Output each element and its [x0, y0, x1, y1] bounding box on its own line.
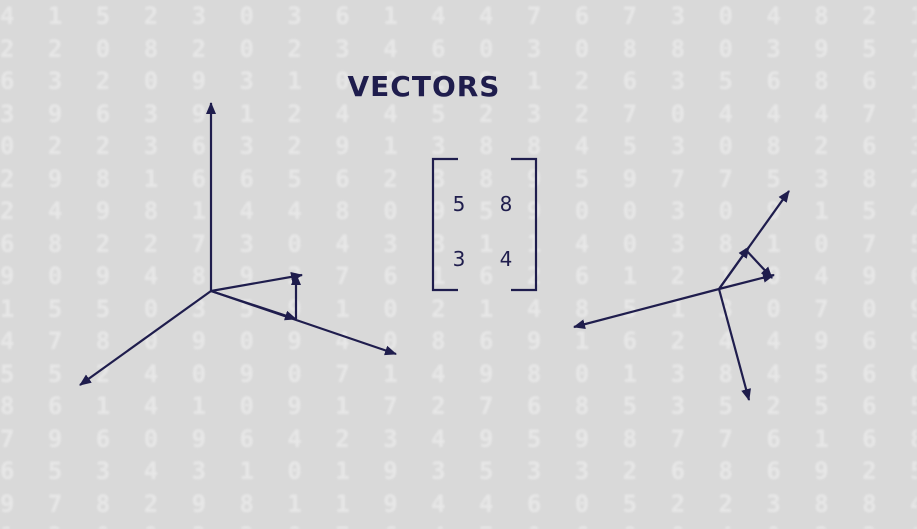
matrix-cell-r1c2: 8 — [499, 192, 513, 216]
matrix-right-bracket — [511, 157, 538, 292]
matrix-cell-r2c2: 4 — [499, 247, 513, 271]
right-axes-figure — [573, 190, 790, 401]
left-axes-figure — [79, 102, 397, 386]
right-axis-down-arrow — [717, 288, 751, 401]
matrix-brackets — [431, 157, 538, 292]
right-vector-b-arrow — [718, 246, 750, 290]
matrix-left-bracket — [431, 157, 458, 292]
right-axis-left-arrow — [573, 287, 720, 330]
page-title: VECTORS — [347, 70, 501, 103]
left-axis-down-left-arrow — [79, 290, 212, 386]
left-vector-b-arrow — [210, 289, 297, 321]
left-vector-a-arrow — [210, 271, 303, 293]
matrix-cell-r2c1: 3 — [452, 247, 466, 271]
matrix-cell-r1c1: 5 — [452, 192, 466, 216]
right-vector-difference-arrow — [744, 248, 773, 279]
